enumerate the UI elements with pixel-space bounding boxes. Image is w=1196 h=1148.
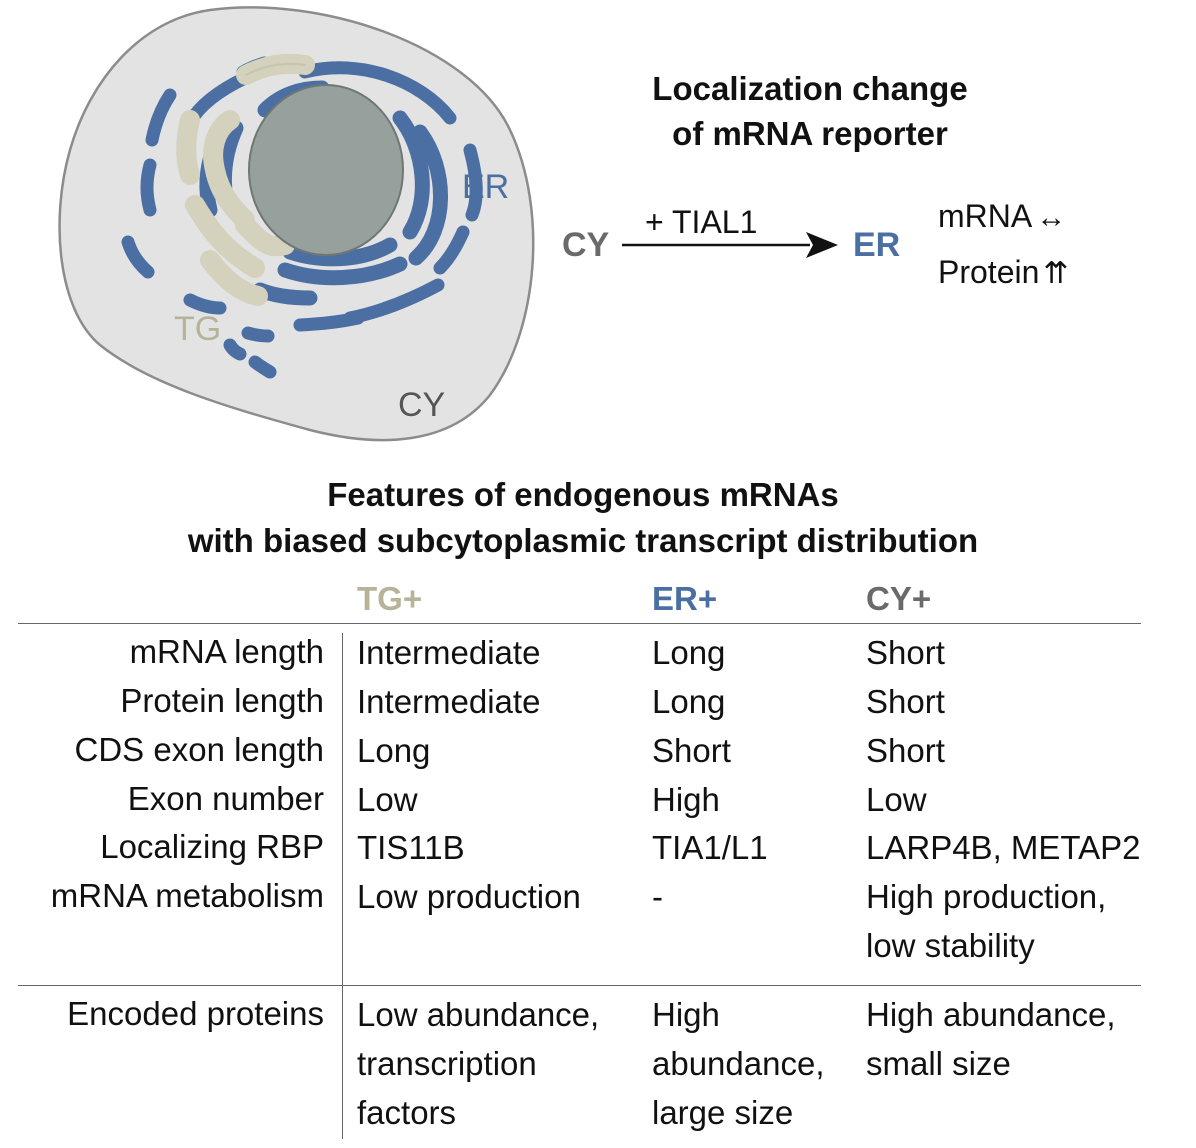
result-mrna: mRNA↔ bbox=[938, 198, 1066, 235]
table-cell-er: Short bbox=[652, 732, 731, 769]
table-cell-cy: High abundance, small size bbox=[866, 996, 1116, 1082]
table-cell-tg: Low production bbox=[357, 878, 581, 915]
cell-diagram: ER TG CY bbox=[58, 6, 535, 442]
table-cell-tg: Intermediate bbox=[357, 634, 541, 671]
table-vertical-rule bbox=[342, 633, 343, 1139]
table-title-line1: Features of endogenous mRNAs bbox=[327, 476, 839, 513]
result-protein: Protein⇈ bbox=[938, 254, 1069, 291]
cy-region-label: CY bbox=[398, 386, 445, 424]
flow-to-label: ER bbox=[853, 226, 901, 264]
row-label: CDS exon length bbox=[74, 731, 324, 768]
table-title-line2: with biased subcytoplasmic transcript di… bbox=[187, 522, 979, 559]
table-cell-tg: Intermediate bbox=[357, 683, 541, 720]
table-cell-er: High bbox=[652, 781, 720, 818]
table-title: Features of endogenous mRNAs with biased… bbox=[60, 472, 1106, 564]
double-arrow-icon: ↔ bbox=[1036, 201, 1067, 234]
table-cell-cy: Short bbox=[866, 634, 945, 671]
flow-treatment-label: + TIAL1 bbox=[645, 204, 758, 240]
table-cell-er: TIA1/L1 bbox=[652, 829, 768, 866]
table-cell-cy: High production, low stability bbox=[866, 878, 1107, 964]
table-cell-er: Long bbox=[652, 634, 726, 671]
result-protein-label: Protein bbox=[938, 254, 1040, 290]
table-cell-er: High abundance, large size bbox=[652, 996, 825, 1131]
column-header-er: ER+ bbox=[652, 580, 718, 617]
row-label: Localizing RBP bbox=[100, 828, 324, 865]
row-label: Protein length bbox=[120, 682, 324, 719]
table-cell-cy: Short bbox=[866, 732, 945, 769]
row-label: mRNA metabolism bbox=[50, 877, 324, 914]
tg-network-outline bbox=[245, 62, 306, 76]
table-mid-rule bbox=[18, 985, 1141, 986]
tg-region-label: TG bbox=[174, 310, 221, 348]
reporter-title: Localization change of mRNA reporter bbox=[560, 66, 1060, 156]
table-cell-cy: LARP4B, METAP2 bbox=[866, 829, 1141, 866]
result-mrna-label: mRNA bbox=[938, 198, 1033, 234]
table-cell-tg: TIS11B bbox=[357, 829, 465, 866]
double-up-arrow-icon: ⇈ bbox=[1043, 257, 1069, 290]
row-label-encoded-proteins: Encoded proteins bbox=[67, 995, 324, 1032]
flow-arrow-icon bbox=[622, 232, 838, 258]
table-cell-er: Long bbox=[652, 683, 726, 720]
table-top-rule bbox=[18, 623, 1141, 624]
table-cell-cy: Low bbox=[866, 781, 927, 818]
table-cell-er: - bbox=[652, 878, 663, 915]
column-header-cy: CY+ bbox=[866, 580, 932, 617]
table-cell-tg: Low bbox=[357, 781, 418, 818]
reporter-title-line1: Localization change bbox=[652, 70, 968, 107]
flow-from-label: CY bbox=[562, 226, 610, 264]
table-cell-tg: Long bbox=[357, 732, 431, 769]
reporter-title-line2: of mRNA reporter bbox=[672, 115, 948, 152]
row-label: mRNA length bbox=[129, 633, 324, 670]
nucleus bbox=[248, 84, 404, 256]
row-label: Exon number bbox=[127, 780, 324, 817]
er-region-label: ER bbox=[462, 168, 509, 206]
er-outer-fragments bbox=[121, 56, 483, 379]
table-cell-cy: Short bbox=[866, 683, 945, 720]
table-cell-tg: Low abundance, transcription factors bbox=[357, 996, 600, 1131]
column-header-tg: TG+ bbox=[357, 580, 423, 617]
